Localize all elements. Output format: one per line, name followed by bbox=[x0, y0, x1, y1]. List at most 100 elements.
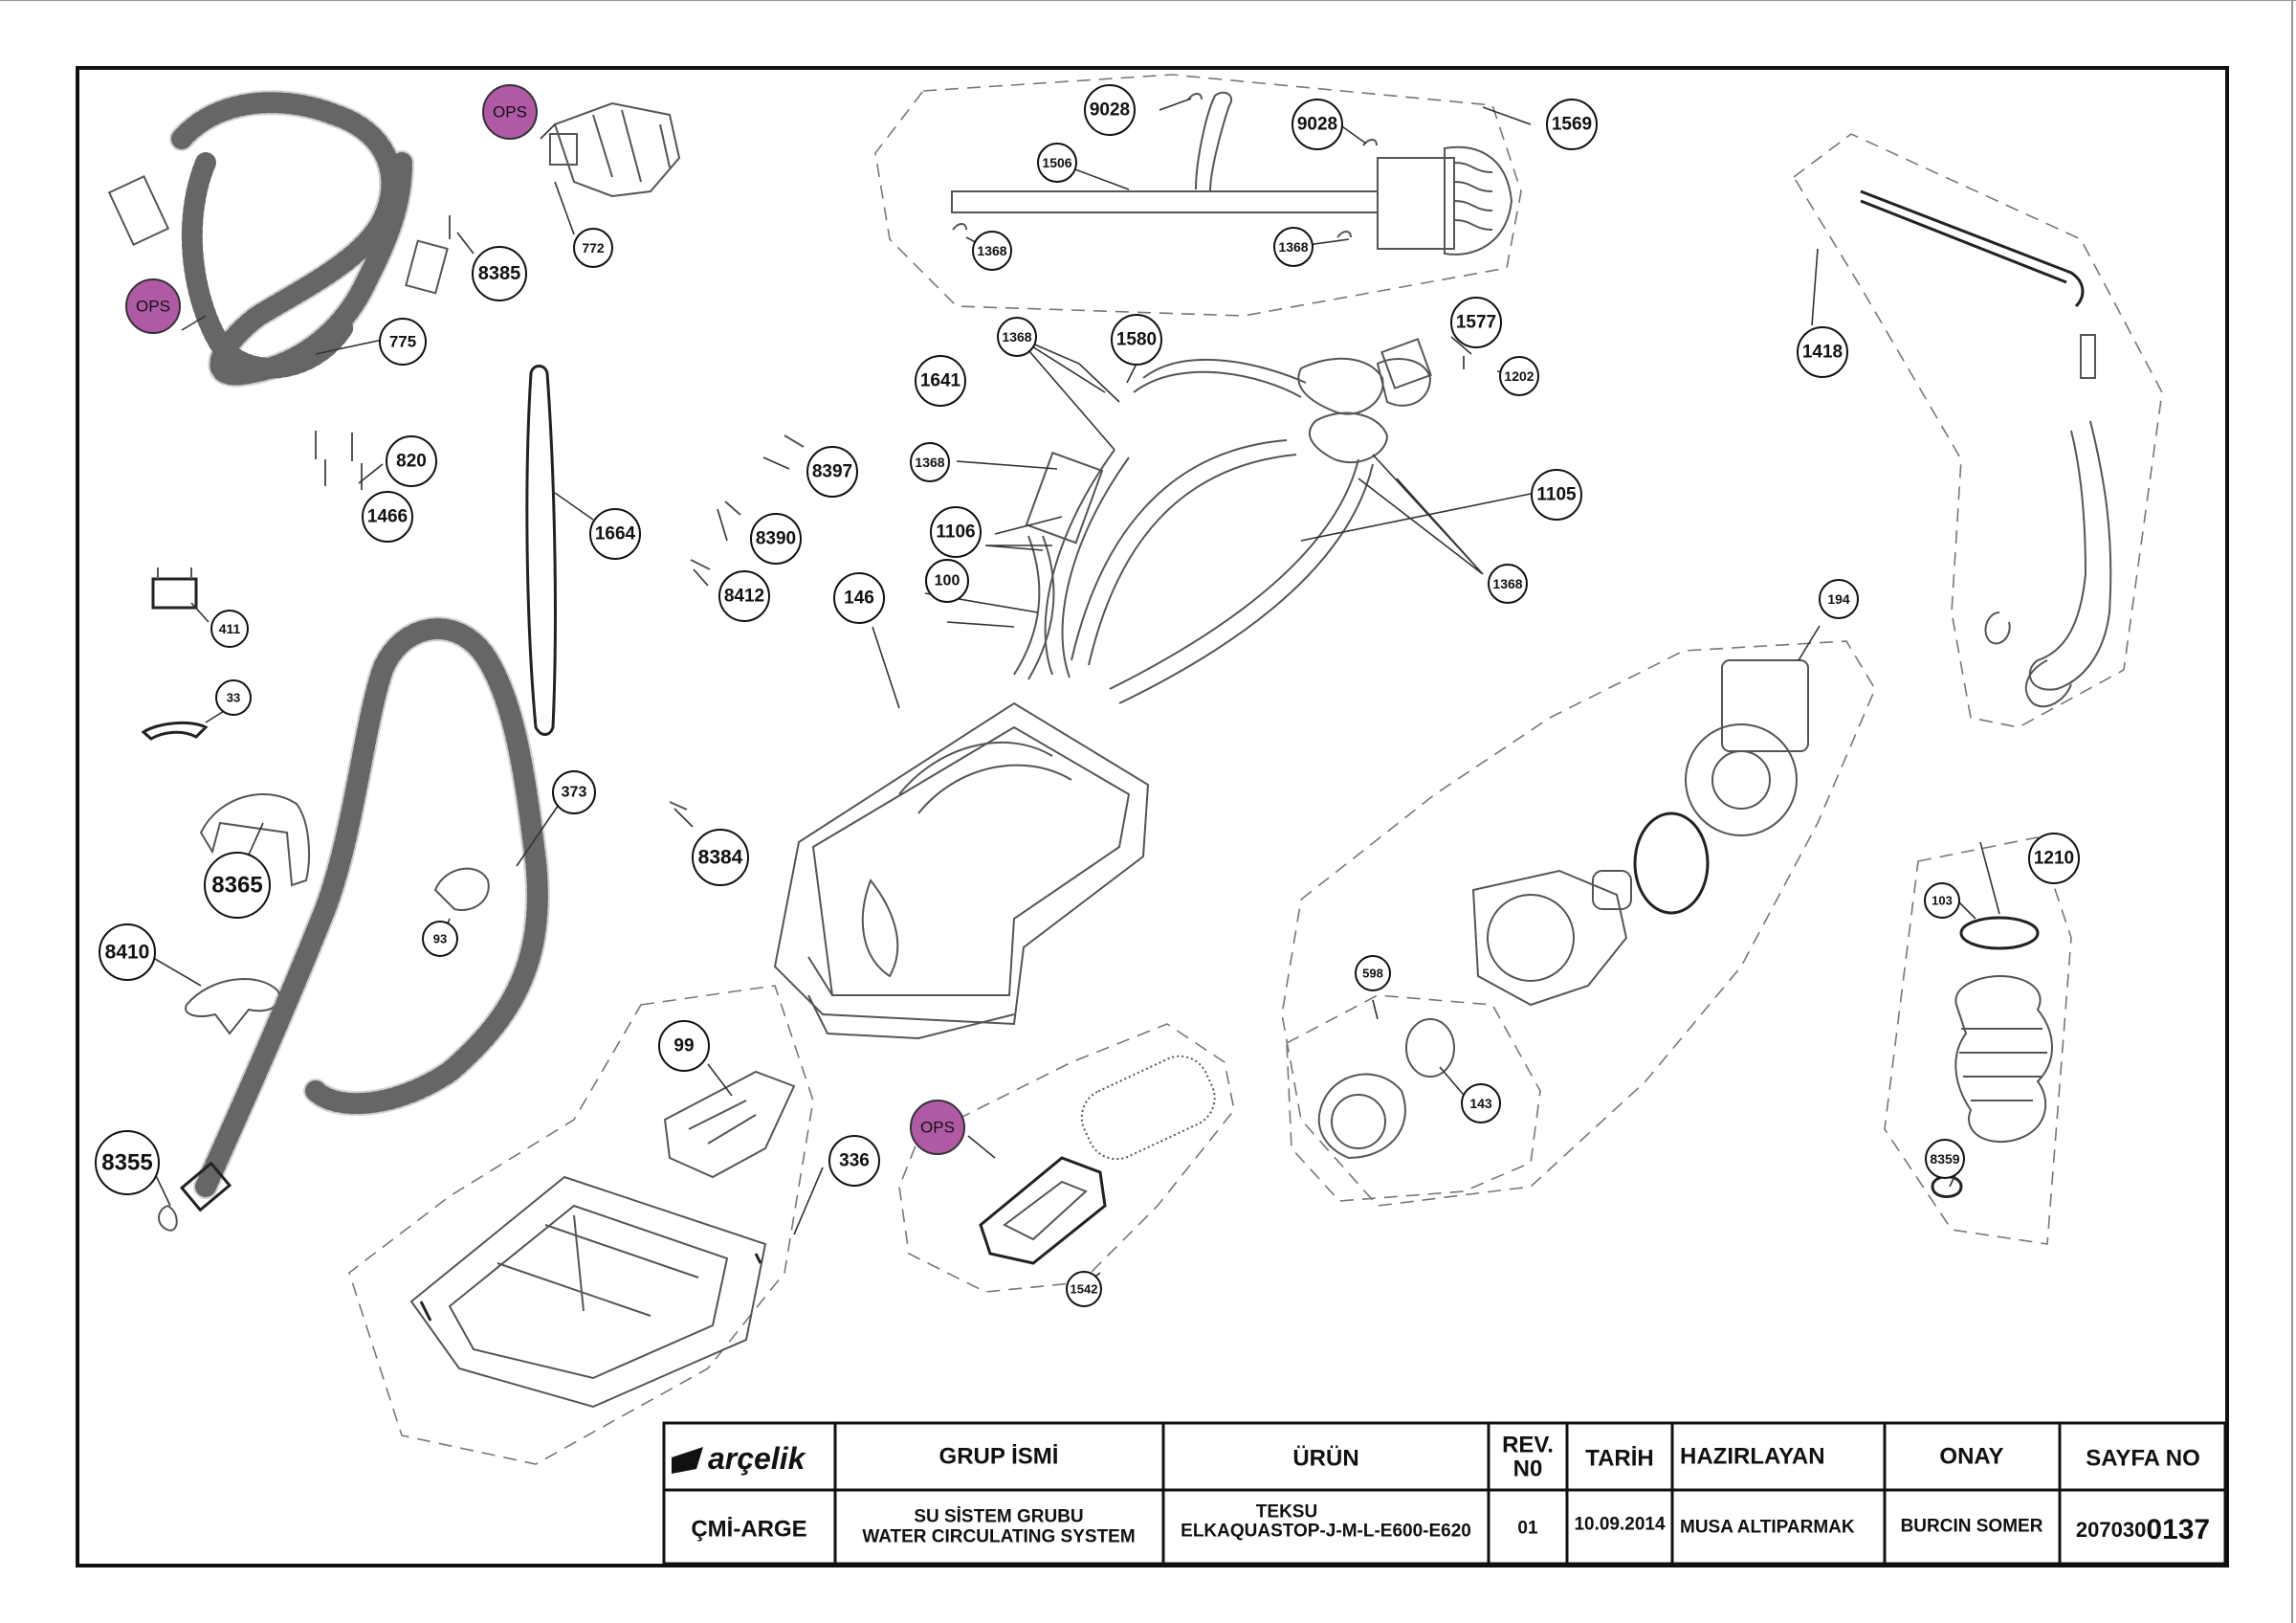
callout-label: 8390 bbox=[756, 529, 796, 549]
callout-circle bbox=[1461, 1083, 1501, 1123]
callout-label: 103 bbox=[1932, 894, 1953, 908]
detergent-box-part bbox=[773, 701, 1150, 1040]
screws-part bbox=[315, 215, 1465, 811]
callout-label: 8384 bbox=[698, 847, 743, 869]
callout-circle bbox=[910, 442, 950, 482]
callout-1418: 1418 bbox=[1797, 326, 1848, 378]
clip-411-part bbox=[151, 567, 198, 610]
callout-8355: 8355 bbox=[95, 1130, 160, 1195]
group-outline-drawer bbox=[348, 985, 814, 1465]
callout-label: 9028 bbox=[1297, 115, 1337, 135]
callout-8410: 8410 bbox=[99, 923, 156, 981]
ops-badge: OPS bbox=[910, 1100, 965, 1155]
header-prepared: HAZIRLAYAN bbox=[1680, 1444, 1825, 1470]
callout-411: 411 bbox=[210, 610, 249, 648]
ops-badge: OPS bbox=[482, 84, 538, 140]
header-date: TARİH bbox=[1585, 1446, 1654, 1472]
callout-8359: 8359 bbox=[1925, 1139, 1965, 1179]
inlet-hose-part bbox=[107, 90, 449, 388]
callout-820: 820 bbox=[386, 435, 437, 487]
gasket-strip-part bbox=[525, 365, 557, 736]
brand-logo-text: arçelik bbox=[708, 1441, 807, 1476]
callout-circle bbox=[1546, 99, 1598, 150]
callout-label: 1577 bbox=[1456, 313, 1496, 333]
callout-1368: 1368 bbox=[1273, 227, 1314, 267]
callout-1106: 1106 bbox=[930, 506, 982, 558]
callout-1368: 1368 bbox=[1488, 564, 1528, 604]
ops-badge-circle bbox=[482, 84, 538, 140]
callout-1641: 1641 bbox=[915, 355, 966, 407]
callout-label: 8410 bbox=[105, 942, 150, 964]
date-value: 10.09.2014 bbox=[1574, 1515, 1666, 1535]
callout-circle bbox=[95, 1130, 160, 1195]
pressure-switch-part bbox=[549, 101, 681, 198]
callout-circle bbox=[1488, 564, 1528, 604]
callout-circle bbox=[1925, 1139, 1965, 1179]
callout-1368: 1368 bbox=[910, 442, 950, 482]
callout-label: 1542 bbox=[1071, 1282, 1098, 1297]
header-approved: ONAY bbox=[1939, 1444, 2003, 1470]
rev-value: 01 bbox=[1517, 1519, 1538, 1539]
callout-label: 1368 bbox=[1278, 239, 1308, 255]
callout-circle bbox=[833, 572, 885, 624]
callout-label: 1106 bbox=[936, 522, 975, 543]
callout-circle bbox=[915, 355, 966, 407]
callout-1368: 1368 bbox=[997, 317, 1037, 357]
ops-badge-circle bbox=[125, 278, 181, 334]
drawer-part bbox=[409, 1070, 796, 1409]
callout-772: 772 bbox=[573, 228, 613, 268]
callout-label: 1368 bbox=[977, 243, 1006, 258]
page-number: 2070300137 bbox=[2076, 1514, 2210, 1545]
drain-hose-part bbox=[158, 616, 550, 1232]
callout-8365: 8365 bbox=[204, 852, 271, 919]
callout-label: 8359 bbox=[1930, 1151, 1959, 1167]
drain-hose-right-part bbox=[1860, 189, 2112, 708]
group-outline-dispenser-pipe bbox=[874, 74, 1522, 317]
callout-8385: 8385 bbox=[472, 246, 527, 301]
callout-circle bbox=[1924, 882, 1960, 919]
ops-badge-circle bbox=[910, 1100, 965, 1155]
callout-103: 103 bbox=[1924, 882, 1960, 919]
callout-circle bbox=[422, 921, 458, 957]
callout-label: 1506 bbox=[1042, 155, 1071, 170]
callout-9028: 9028 bbox=[1292, 99, 1343, 150]
header-rev-line1: REV. bbox=[1502, 1433, 1554, 1458]
callout-label: 1569 bbox=[1552, 115, 1592, 135]
drawing-frame bbox=[76, 66, 2229, 1567]
callout-1542: 1542 bbox=[1066, 1271, 1102, 1307]
callout-circle bbox=[362, 491, 413, 543]
callout-336: 336 bbox=[828, 1135, 880, 1187]
callout-1368: 1368 bbox=[972, 231, 1012, 271]
callout-label: 411 bbox=[219, 621, 241, 636]
brand-logo: arçelik bbox=[672, 1441, 807, 1476]
callout-label: 1641 bbox=[920, 371, 961, 391]
callout-circle bbox=[1450, 297, 1502, 348]
group-outline-bellows bbox=[1884, 836, 2072, 1245]
callout-1210: 1210 bbox=[2028, 833, 2080, 884]
callout-circle bbox=[925, 559, 969, 603]
callout-label: 1466 bbox=[367, 507, 408, 527]
callout-circle bbox=[1084, 84, 1136, 136]
ops-badge-label: OPS bbox=[920, 1119, 955, 1137]
group-outline-drain-hose-right bbox=[1792, 133, 2163, 728]
group-name-line2: WATER CIRCULATING SYSTEM bbox=[862, 1527, 1135, 1547]
page-number-suffix: 0137 bbox=[2146, 1514, 2210, 1545]
callout-label: 99 bbox=[673, 1036, 694, 1056]
callout-label: 820 bbox=[396, 452, 427, 472]
callout-99: 99 bbox=[658, 1020, 710, 1072]
callout-circle bbox=[2028, 833, 2080, 884]
prepared-value: MUSA ALTIPARMAK bbox=[1680, 1518, 1855, 1538]
callout-label: 100 bbox=[935, 573, 960, 589]
page-number-prefix: 207030 bbox=[2076, 1518, 2146, 1542]
callout-1466: 1466 bbox=[362, 491, 413, 543]
callout-circle bbox=[1273, 227, 1314, 267]
callout-circle bbox=[552, 770, 596, 814]
callout-circle bbox=[750, 513, 802, 565]
callout-circle bbox=[215, 679, 252, 716]
drain-pump-part bbox=[1317, 659, 1809, 1160]
callout-8390: 8390 bbox=[750, 513, 802, 565]
callout-598: 598 bbox=[1355, 955, 1391, 991]
callout-circle bbox=[1037, 143, 1077, 183]
